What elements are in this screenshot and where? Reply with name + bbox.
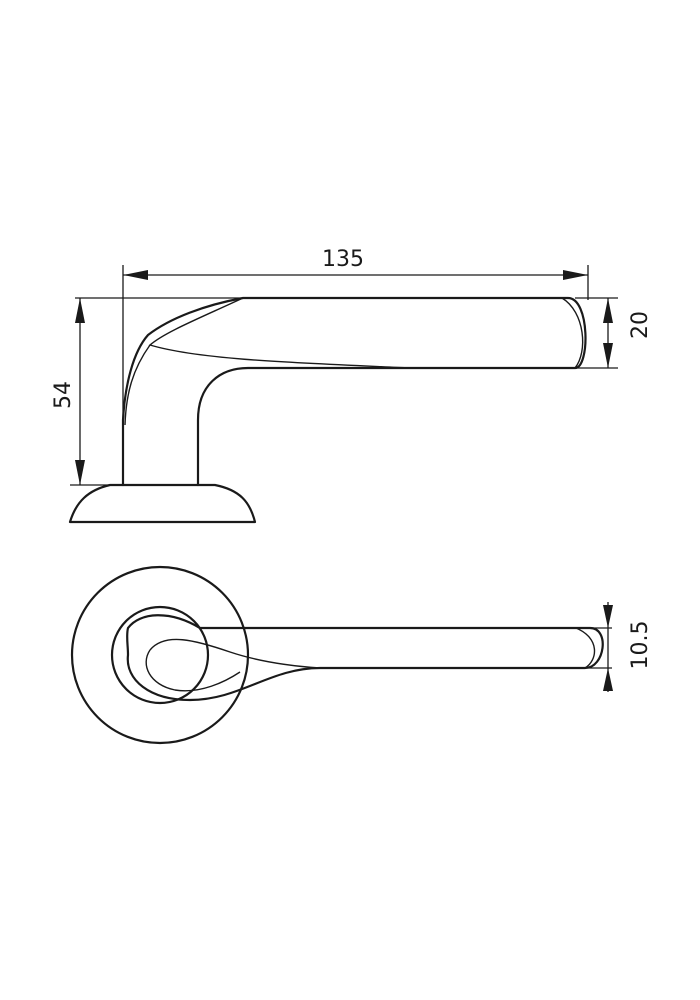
lever-top-end-curve [575,627,596,669]
lever-end-curve [561,297,584,369]
lever-top-facet [149,638,321,669]
arrowhead-top [75,298,85,323]
arrowhead-left [123,270,148,280]
lever-top-inner-loop [145,649,241,692]
dimension-length: 135 [122,247,589,485]
arrowhead-width-top [603,605,613,628]
dimension-height: 54 [51,297,243,486]
arrowhead-bottom [75,460,85,485]
dimension-grip-width-label: 10.5 [628,621,653,670]
arrowhead-grip-top [603,298,613,323]
dimension-height-label: 54 [51,381,76,409]
lever-side-outline [121,296,587,487]
handle-side-view [68,296,587,524]
dimension-grip-height-label: 20 [628,311,653,339]
rosette-inner-ring [110,605,210,705]
rosette-outer-circle [70,565,250,745]
arrowhead-right [563,270,588,280]
dimension-length-label: 135 [322,247,364,272]
rosette-side-profile [68,483,257,524]
lever-stem-facet [124,344,151,426]
handle-top-view [70,565,604,745]
lever-top-outline [126,614,604,702]
arrowhead-width-bottom [603,668,613,691]
dimension-grip-height: 20 [575,297,653,369]
dimension-grip-width: 10.5 [585,602,653,692]
lever-facet-line [148,297,411,369]
arrowhead-grip-bottom [603,343,613,368]
